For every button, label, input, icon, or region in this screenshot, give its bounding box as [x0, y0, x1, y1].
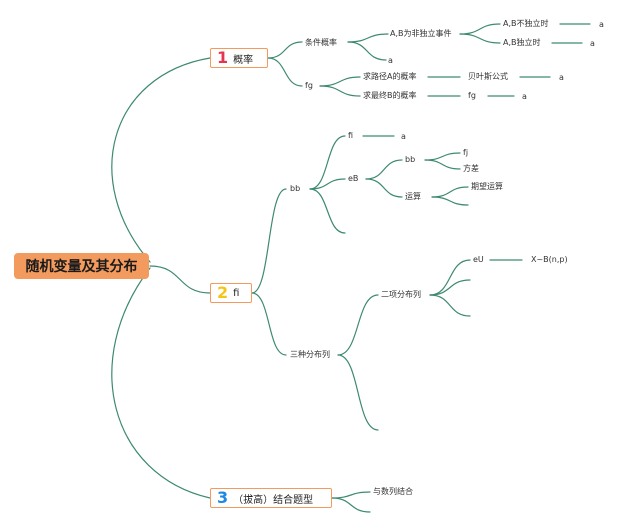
leaf-value[interactable]: a: [401, 132, 406, 141]
connector: [337, 294, 379, 356]
node-three-distributions[interactable]: 三种分布列: [290, 350, 330, 359]
connector: [429, 279, 471, 296]
connector: [365, 178, 403, 198]
connector-root-branch1: [111, 57, 211, 263]
node-fi[interactable]: fi: [348, 131, 354, 140]
node-final-b-probability[interactable]: 求最终B的概率: [363, 91, 417, 100]
connector: [309, 178, 346, 190]
connector-root-branch3: [111, 267, 211, 499]
branch-probability[interactable]: 1 概率: [210, 48, 268, 68]
connector: [309, 188, 346, 234]
connector: [337, 354, 379, 431]
connector: [331, 491, 371, 499]
leaf-value[interactable]: a: [522, 92, 527, 101]
node-eB[interactable]: eB: [348, 174, 359, 183]
node-expectation-operations[interactable]: 期望运算: [471, 182, 503, 191]
leaf-value[interactable]: a: [388, 56, 393, 65]
node-path-a-probability[interactable]: 求路径A的概率: [363, 72, 417, 81]
branch-advanced[interactable]: 3 （拔高）结合题型: [210, 488, 332, 508]
node-bb-sub[interactable]: bb: [405, 155, 416, 164]
connector: [331, 497, 371, 513]
connector: [459, 33, 501, 44]
branch-label: （拔高）结合题型: [233, 494, 314, 506]
branch-number: 2: [217, 283, 229, 302]
connector: [365, 159, 403, 180]
node-operations[interactable]: 运算: [405, 192, 421, 201]
leaf-value[interactable]: a: [559, 73, 564, 82]
connector: [424, 159, 461, 170]
node-binomial-distribution[interactable]: 二项分布列: [381, 290, 421, 299]
branch-label: fi: [233, 287, 240, 299]
connector: [267, 41, 303, 59]
connector: [267, 57, 303, 87]
connector: [459, 23, 501, 35]
leaf-value[interactable]: a: [590, 39, 595, 48]
node-sequence-combination[interactable]: 与数列结合: [373, 487, 413, 496]
connector: [431, 196, 469, 206]
connector: [309, 135, 346, 190]
node-fg-method[interactable]: fg: [468, 91, 476, 100]
connector: [431, 186, 469, 198]
connector: [347, 33, 389, 43]
connector: [319, 76, 361, 87]
connector: [251, 292, 287, 356]
root-topic[interactable]: 随机变量及其分布: [14, 253, 149, 279]
leaf-value[interactable]: a: [599, 20, 604, 29]
branch-number: 3: [217, 488, 229, 507]
branch-number: 1: [217, 48, 229, 67]
connector: [319, 85, 361, 97]
node-bb[interactable]: bb: [290, 184, 301, 193]
node-variance[interactable]: 方差: [463, 164, 479, 173]
node-non-independent[interactable]: A,B为非独立事件: [390, 29, 452, 38]
node-conditional-probability[interactable]: 条件概率: [305, 38, 337, 47]
node-eU[interactable]: eU: [473, 255, 484, 264]
node-ab-not-independent[interactable]: A,B不独立时: [503, 19, 549, 28]
connector: [251, 188, 287, 294]
branch-distribution[interactable]: 2 fi: [210, 283, 252, 303]
node-fj[interactable]: fj: [463, 148, 469, 157]
connector: [424, 152, 461, 161]
connector-root-branch2: [149, 265, 211, 294]
node-binomial-formula[interactable]: X~B(n,p): [531, 255, 568, 264]
connector: [347, 41, 387, 61]
node-ab-independent[interactable]: A,B独立时: [503, 38, 541, 47]
node-fg[interactable]: fg: [305, 81, 313, 90]
connector: [429, 259, 471, 296]
node-bayes-formula[interactable]: 贝叶斯公式: [468, 72, 508, 81]
connector: [429, 294, 471, 317]
branch-label: 概率: [233, 54, 254, 66]
